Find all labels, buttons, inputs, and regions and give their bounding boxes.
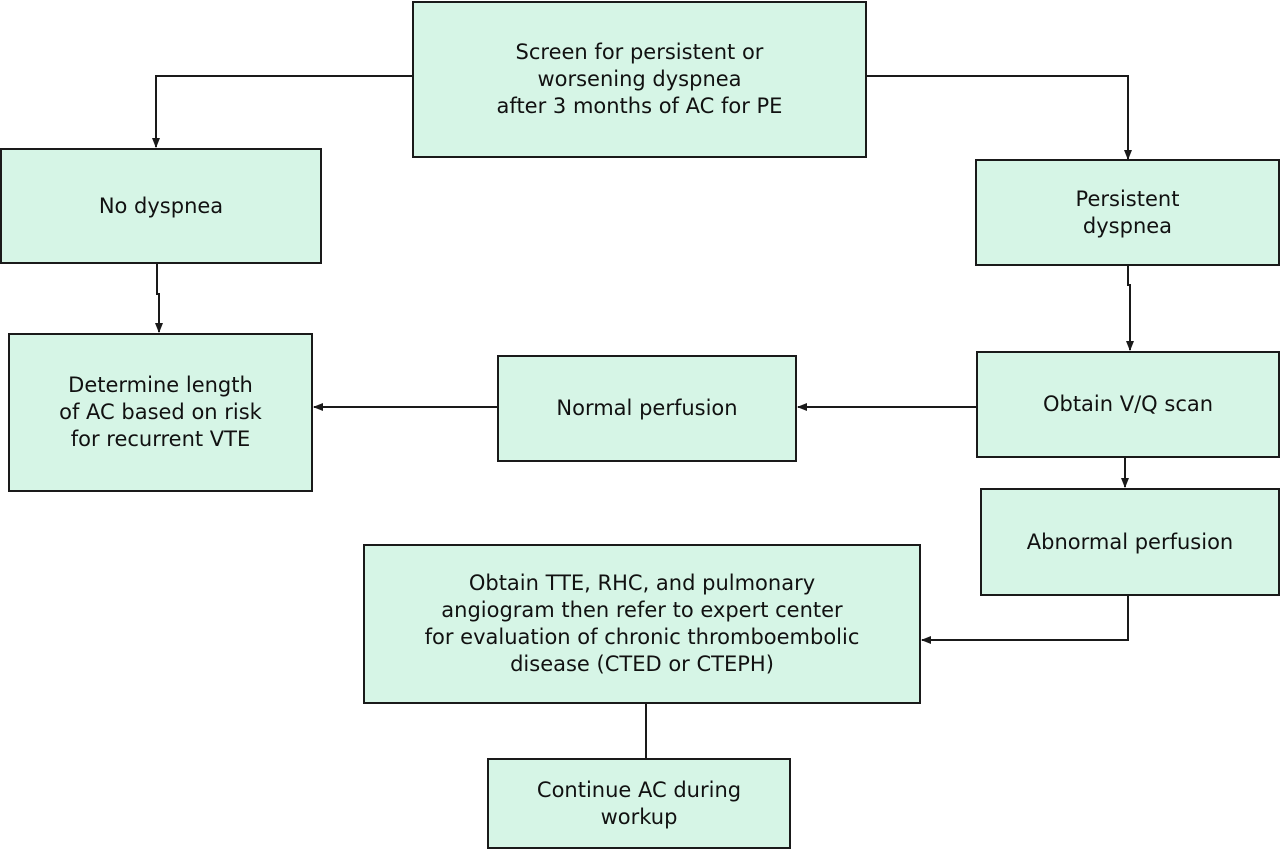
edge-abnormal-perfusion-to-tte-rhc [921,596,1129,644]
node-vq-scan: Obtain V/Q scan [976,351,1280,458]
edge-no-dyspnea-to-determine-length [155,264,163,333]
node-abnormal-perfusion: Abnormal perfusion [980,488,1280,596]
node-continue-ac: Continue AC during workup [487,758,791,849]
node-determine-length: Determine length of AC based on risk for… [8,333,313,492]
node-persistent-dyspnea: Persistent dyspnea [975,159,1280,266]
node-tte-rhc-angiogram: Obtain TTE, RHC, and pulmonary angiogram… [363,544,921,704]
node-screen: Screen for persistent or worsening dyspn… [412,1,867,158]
edge-persistent-to-vq-scan [1126,265,1134,351]
edge-screen-to-persistent [866,75,1132,160]
node-no-dyspnea: No dyspnea [0,148,322,264]
edge-screen-to-no-dyspnea [152,75,412,148]
node-normal-perfusion: Normal perfusion [497,355,797,462]
